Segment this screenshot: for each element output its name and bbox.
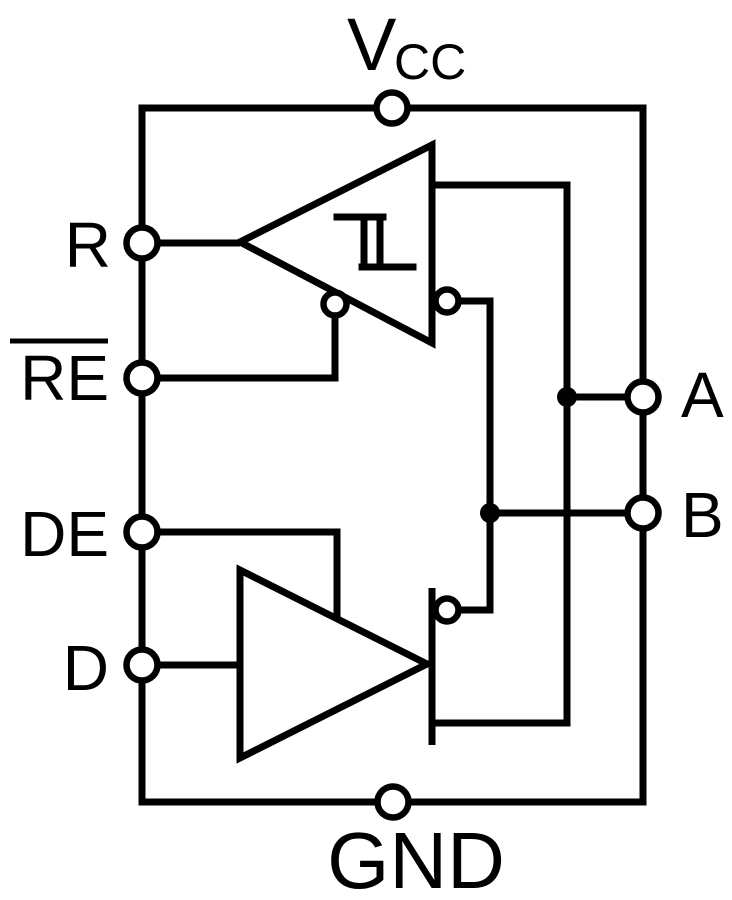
pin-gnd: [374, 783, 412, 821]
pin-a: [624, 378, 662, 416]
junction-dot-b: [480, 503, 500, 523]
pin-re: [123, 359, 161, 397]
wire-de-to-driver-enable: [142, 528, 341, 620]
label-d: D: [63, 632, 109, 704]
pin-b: [624, 494, 662, 532]
driver-inverting-output-bubble-icon: [432, 595, 462, 625]
label-vcc-main: V: [347, 3, 397, 86]
wire-re-to-enable-bubble: [142, 318, 339, 382]
hysteresis-icon: [333, 213, 417, 271]
pin-r: [123, 224, 161, 262]
label-vcc-sub: CC: [394, 34, 466, 90]
label-de: DE: [20, 498, 109, 570]
junction-dot-a: [557, 387, 577, 407]
label-a: A: [681, 359, 724, 431]
label-gnd: GND: [327, 816, 505, 900]
receiver-enable-bubble-icon: [320, 289, 350, 319]
label-re: RE: [20, 342, 109, 414]
wire-a-net: [432, 181, 571, 727]
pin-vcc: [373, 89, 411, 127]
driver-buffer: [236, 564, 435, 764]
label-r: R: [65, 209, 111, 281]
pin-de: [123, 513, 161, 551]
label-b: B: [681, 479, 724, 551]
wire-b-net: [461, 297, 494, 614]
pin-d: [123, 646, 161, 684]
receiver-inverting-input-bubble-icon: [432, 286, 462, 316]
